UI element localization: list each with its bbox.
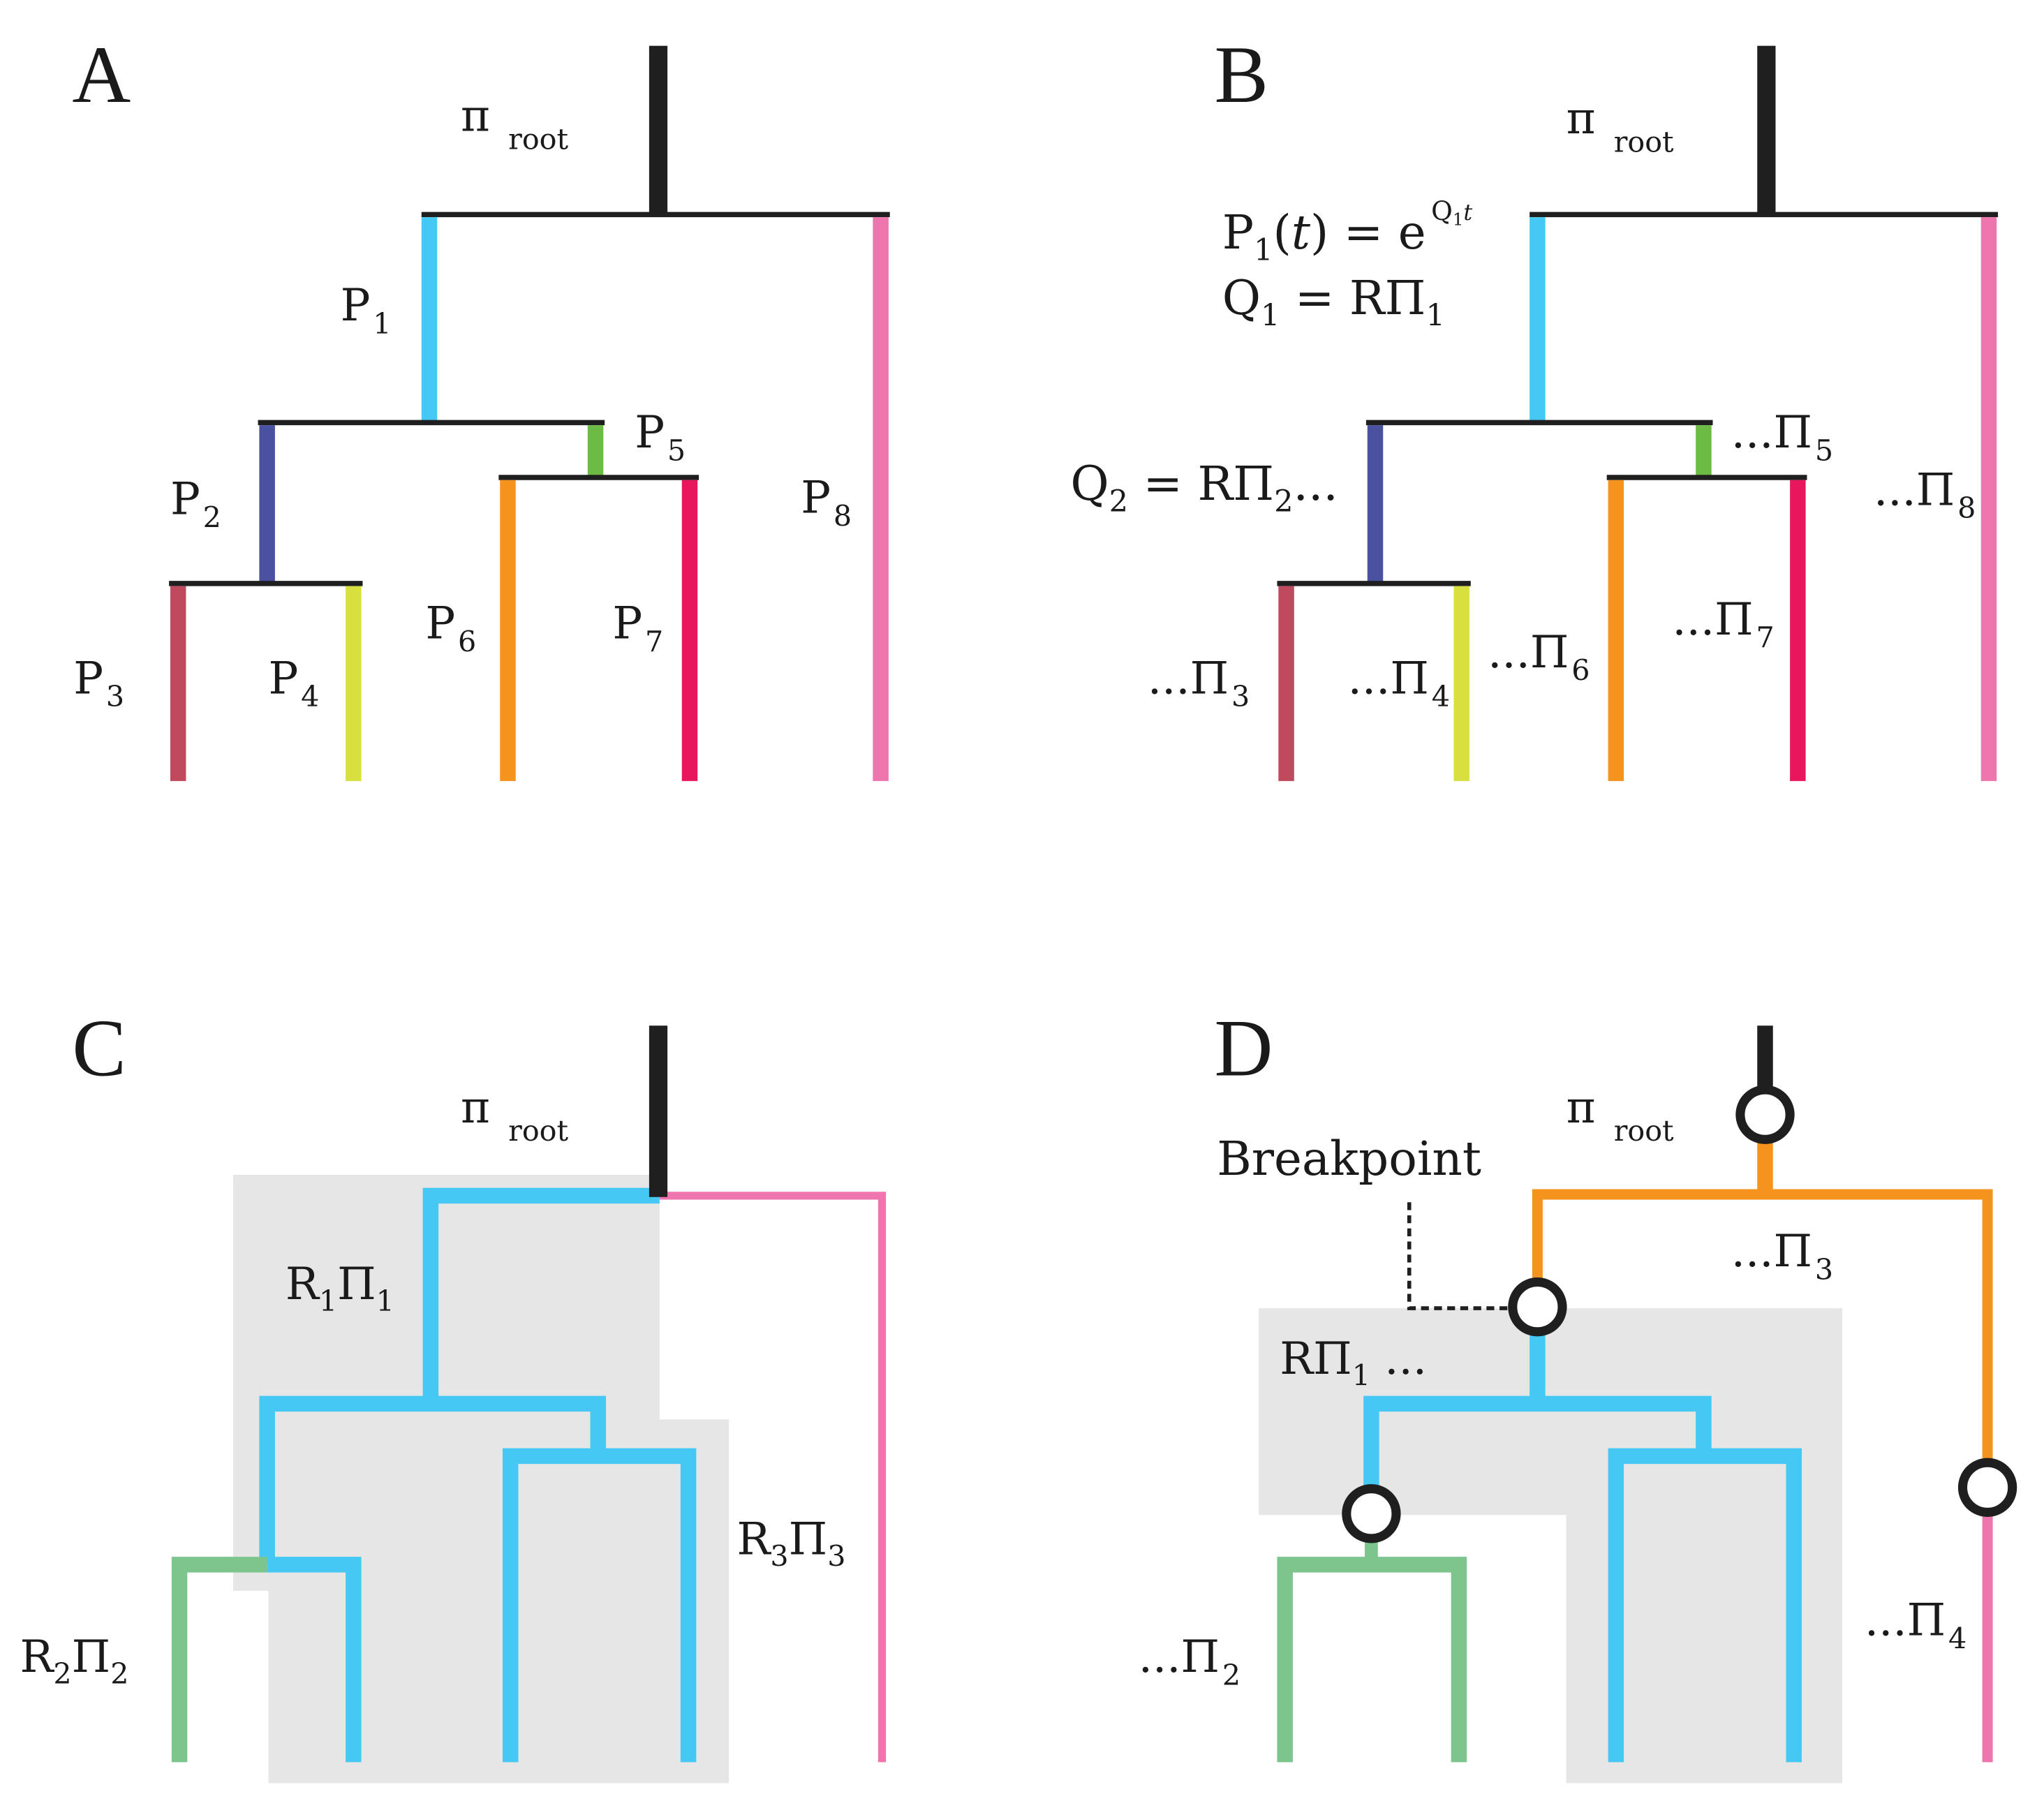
panel-b-letter: B: [1214, 30, 1268, 120]
breakpoint-label: Breakpoint: [1217, 1131, 1481, 1186]
label-r1: R1Π1: [286, 1259, 394, 1318]
panel-d-letter: D: [1214, 1004, 1273, 1094]
root-split: [1532, 1189, 1993, 1488]
panel-a-letter: A: [72, 30, 131, 120]
label-r2: R2Π2: [20, 1631, 128, 1691]
node-marker-root: [1735, 1085, 1795, 1144]
tree-a: [169, 45, 890, 781]
branch-r2: [171, 1557, 267, 1763]
node-marker-pi2: [1342, 1484, 1401, 1543]
tree-c: [171, 1025, 887, 1763]
tree-d: [1277, 1025, 2017, 1763]
panel-c-letter: C: [72, 1004, 126, 1094]
split-5: [502, 1448, 697, 1763]
node-marker-pi4: [1957, 1458, 2017, 1518]
split-1: [259, 1395, 607, 1565]
split-2: [1277, 1557, 1467, 1763]
split-1: [1363, 1395, 1712, 1514]
node-marker-breakpoint: [1508, 1277, 1567, 1337]
label-rpi1: RΠ1 ...: [1280, 1333, 1427, 1393]
split-5: [1608, 1448, 1802, 1763]
equation-q2: Q2 = RΠ2...: [1070, 456, 1338, 519]
branch-r3-outer: [659, 1192, 887, 1763]
branch-c4: [267, 1557, 362, 1763]
tree-b: [1277, 45, 1999, 781]
label-r3: R3Π3: [736, 1513, 845, 1573]
branch-r1: [422, 1187, 660, 1404]
breakpoint-connector: [1407, 1202, 1511, 1310]
equation-q1: Q1 = RΠ1: [1222, 270, 1445, 334]
